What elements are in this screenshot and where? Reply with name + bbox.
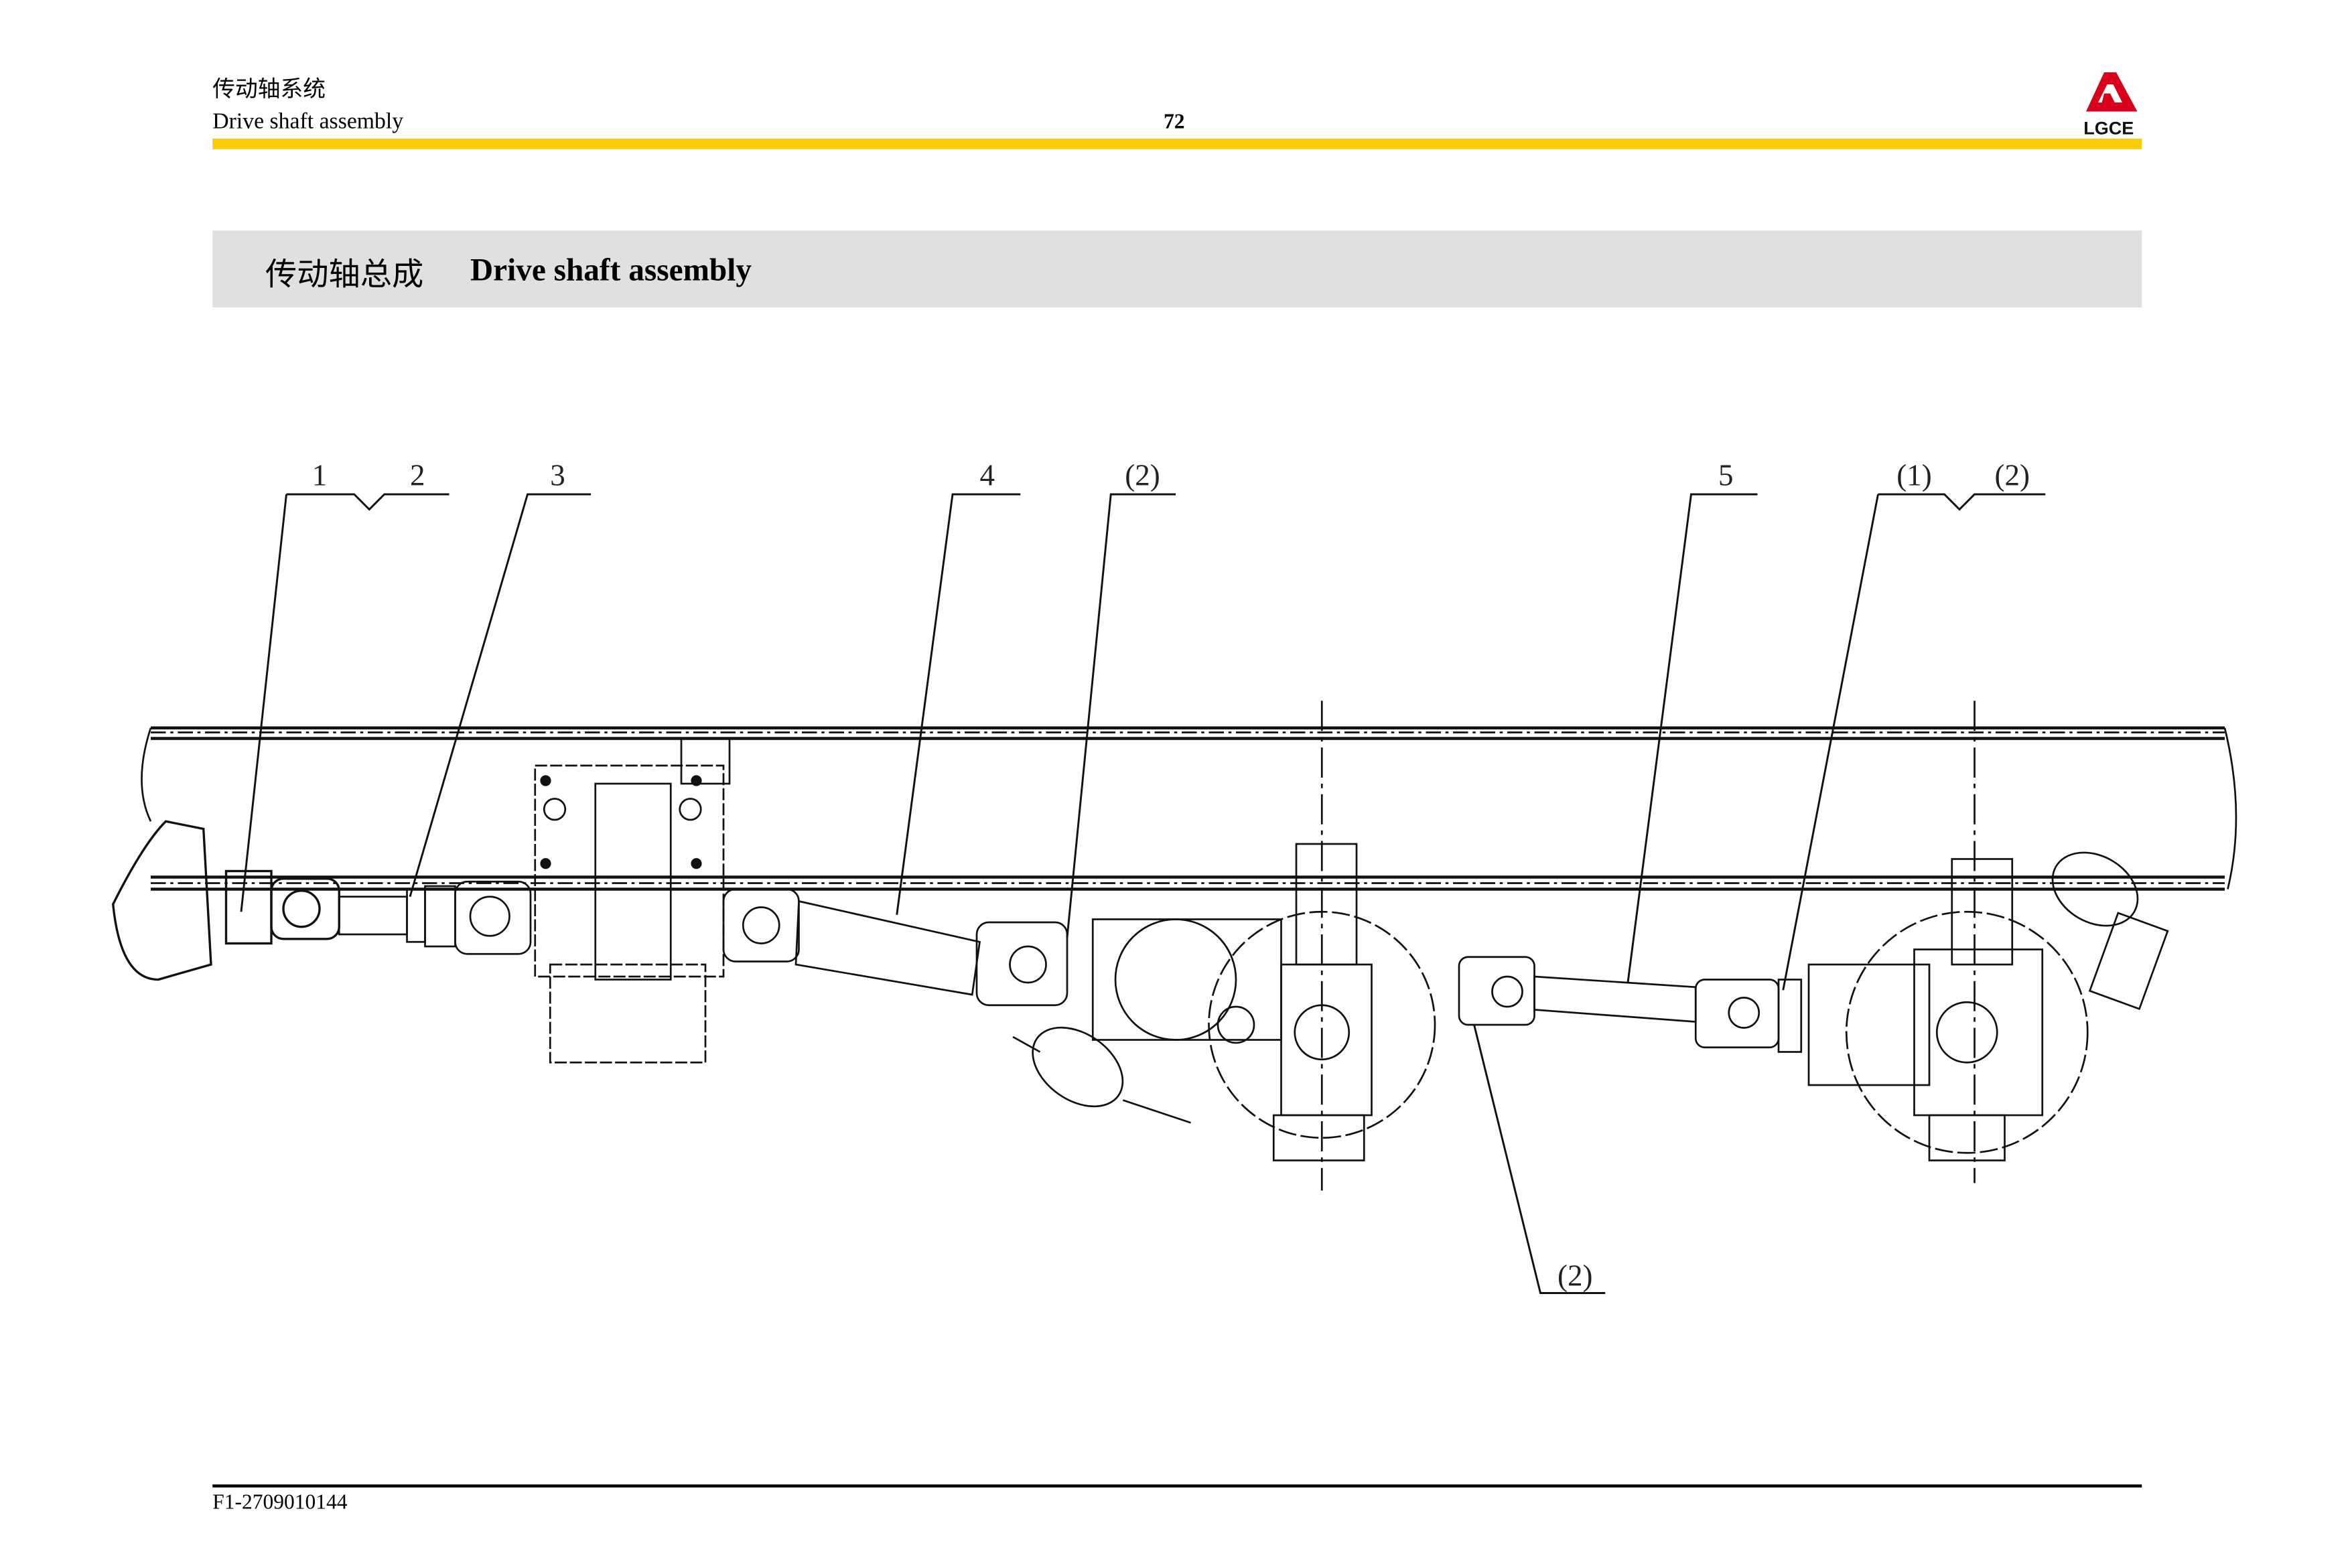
section-title-en: Drive shaft assembly: [470, 251, 752, 288]
rear-axle: [1807, 851, 2169, 1161]
front-yoke: [112, 820, 340, 981]
logo-text: LGCE: [2083, 118, 2134, 138]
header-title-en: Drive shaft assembly: [212, 110, 404, 135]
section-title-cn: 传动轴总成: [265, 256, 424, 293]
lgce-logo: LGCE: [2083, 72, 2138, 138]
page-number: 72: [1164, 111, 1185, 135]
callout-2-mid: (2): [1125, 459, 1160, 492]
callout-1: 1: [312, 459, 328, 492]
callout-3: 3: [550, 459, 565, 492]
footer-divider: [212, 1484, 2142, 1488]
drive-shaft-4: [794, 900, 1068, 1007]
vehicle-frame: [141, 701, 2237, 1191]
callout-2-bottom: (2): [1558, 1259, 1592, 1292]
callout-2: 2: [410, 459, 425, 492]
callout-5: 5: [1718, 459, 1734, 492]
transfer-case: [534, 737, 800, 1064]
drive-shaft-5: [1458, 956, 1803, 1053]
drive-shaft-1: [338, 880, 532, 955]
middle-axle: [1012, 843, 1436, 1161]
section-title-band: [212, 230, 2142, 307]
leader-lines: [240, 493, 2046, 1294]
document-code: F1-2709010144: [212, 1492, 348, 1515]
callout-2-rear: (2): [1995, 459, 2030, 492]
callout-4: 4: [980, 459, 995, 492]
callout-1-rear: (1): [1896, 459, 1931, 492]
header-divider: [212, 139, 2142, 149]
header-title-cn: 传动轴系统: [212, 78, 326, 102]
